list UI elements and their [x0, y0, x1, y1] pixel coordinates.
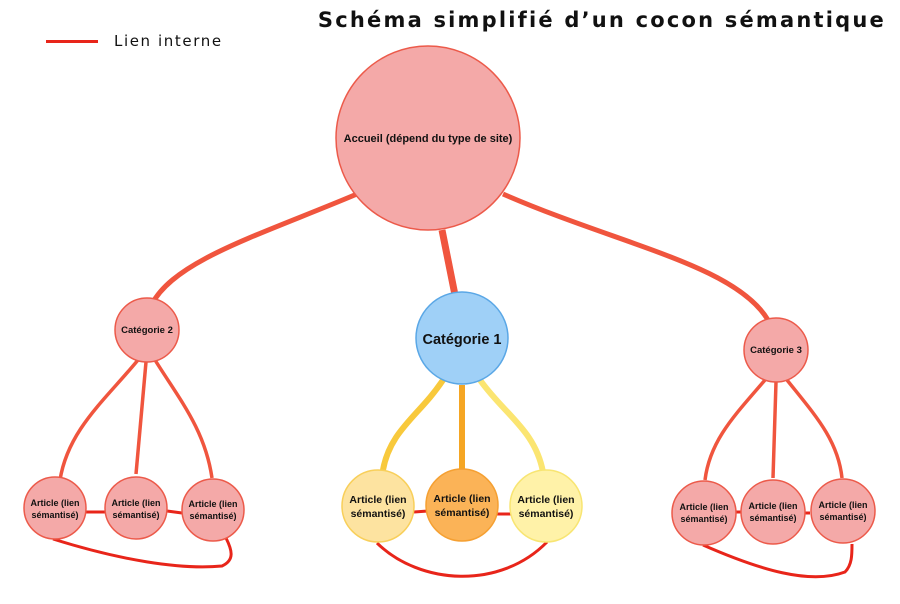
internal-link-left-1-3 [52, 537, 233, 569]
node-cat1-article-3[interactable]: Article (lien sémantisé) [509, 469, 583, 543]
link-home-cat3 [502, 191, 771, 322]
node-cat3[interactable]: Catégorie 3 [743, 317, 809, 383]
article-label-line1: Article (lien [349, 494, 406, 506]
node-home[interactable]: Accueil (dépend du type de site) [335, 45, 521, 231]
node-cat1-article-1[interactable]: Article (lien sémantisé) [341, 469, 415, 543]
node-cat1[interactable]: Catégorie 1 [415, 291, 509, 385]
node-cat2-article-2[interactable]: Article (lien sémantisé) [104, 476, 168, 540]
node-cat3-article-1[interactable]: Article (lien sémantisé) [671, 480, 737, 546]
article-label-line2: sémantisé) [749, 513, 796, 523]
node-cat2-article-1[interactable]: Article (lien sémantisé) [23, 476, 87, 540]
internal-link-right-1-3 [702, 543, 854, 579]
link-cat3-article-3 [785, 378, 844, 479]
article-label-line2: sémantisé) [189, 511, 236, 521]
node-cat2-article-3[interactable]: Article (lien sémantisé) [181, 478, 245, 542]
link-home-cat2 [149, 191, 358, 306]
article-label-line2: sémantisé) [112, 510, 159, 520]
diagram-title: Schéma simplifié d’un cocon sémantique [317, 8, 886, 32]
article-label-line2: sémantisé) [680, 514, 727, 524]
node-cat3-article-2[interactable]: Article (lien sémantisé) [740, 479, 806, 545]
node-cat3-article-3[interactable]: Article (lien sémantisé) [810, 478, 876, 544]
link-cat3-article-1 [703, 378, 767, 481]
link-cat2-article-3 [153, 359, 214, 479]
node-cat3-label: Catégorie 3 [750, 345, 802, 356]
article-label-line1: Article (lien [679, 502, 728, 512]
link-cat1-article-1 [380, 378, 446, 471]
article-label-line2: sémantisé) [519, 508, 574, 520]
article-label-line1: Article (lien [111, 498, 160, 508]
link-cat2-article-2 [134, 361, 148, 475]
article-label-line2: sémantisé) [351, 508, 406, 520]
article-label-line2: sémantisé) [819, 512, 866, 522]
article-label-line1: Article (lien [818, 500, 867, 510]
article-label-line1: Article (lien [517, 494, 574, 506]
node-cat2-label: Catégorie 2 [121, 325, 173, 336]
legend-label: Lien interne [114, 32, 223, 50]
node-cat2[interactable]: Catégorie 2 [114, 297, 180, 363]
article-label-line1: Article (lien [433, 493, 490, 505]
article-label-line1: Article (lien [188, 499, 237, 509]
legend: Lien interne [46, 30, 223, 52]
node-cat1-label: Catégorie 1 [423, 332, 502, 348]
article-label-line1: Article (lien [30, 498, 79, 508]
link-cat1-article-3 [477, 378, 546, 473]
article-label-line2: sémantisé) [31, 510, 78, 520]
link-home-cat1 [438, 229, 459, 296]
node-home-label: Accueil (dépend du type de site) [344, 133, 513, 145]
link-cat3-article-2 [771, 381, 778, 479]
internal-link-center-1-3 [375, 540, 549, 578]
article-label-line1: Article (lien [748, 501, 797, 511]
internal-link-center-1-2 [413, 509, 429, 514]
internal-link-left-2-3 [166, 509, 183, 515]
article-label-line2: sémantisé) [435, 507, 490, 519]
node-cat1-article-2[interactable]: Article (lien sémantisé) [425, 468, 499, 542]
link-cat2-article-1 [58, 358, 140, 481]
legend-line-swatch [46, 39, 98, 43]
